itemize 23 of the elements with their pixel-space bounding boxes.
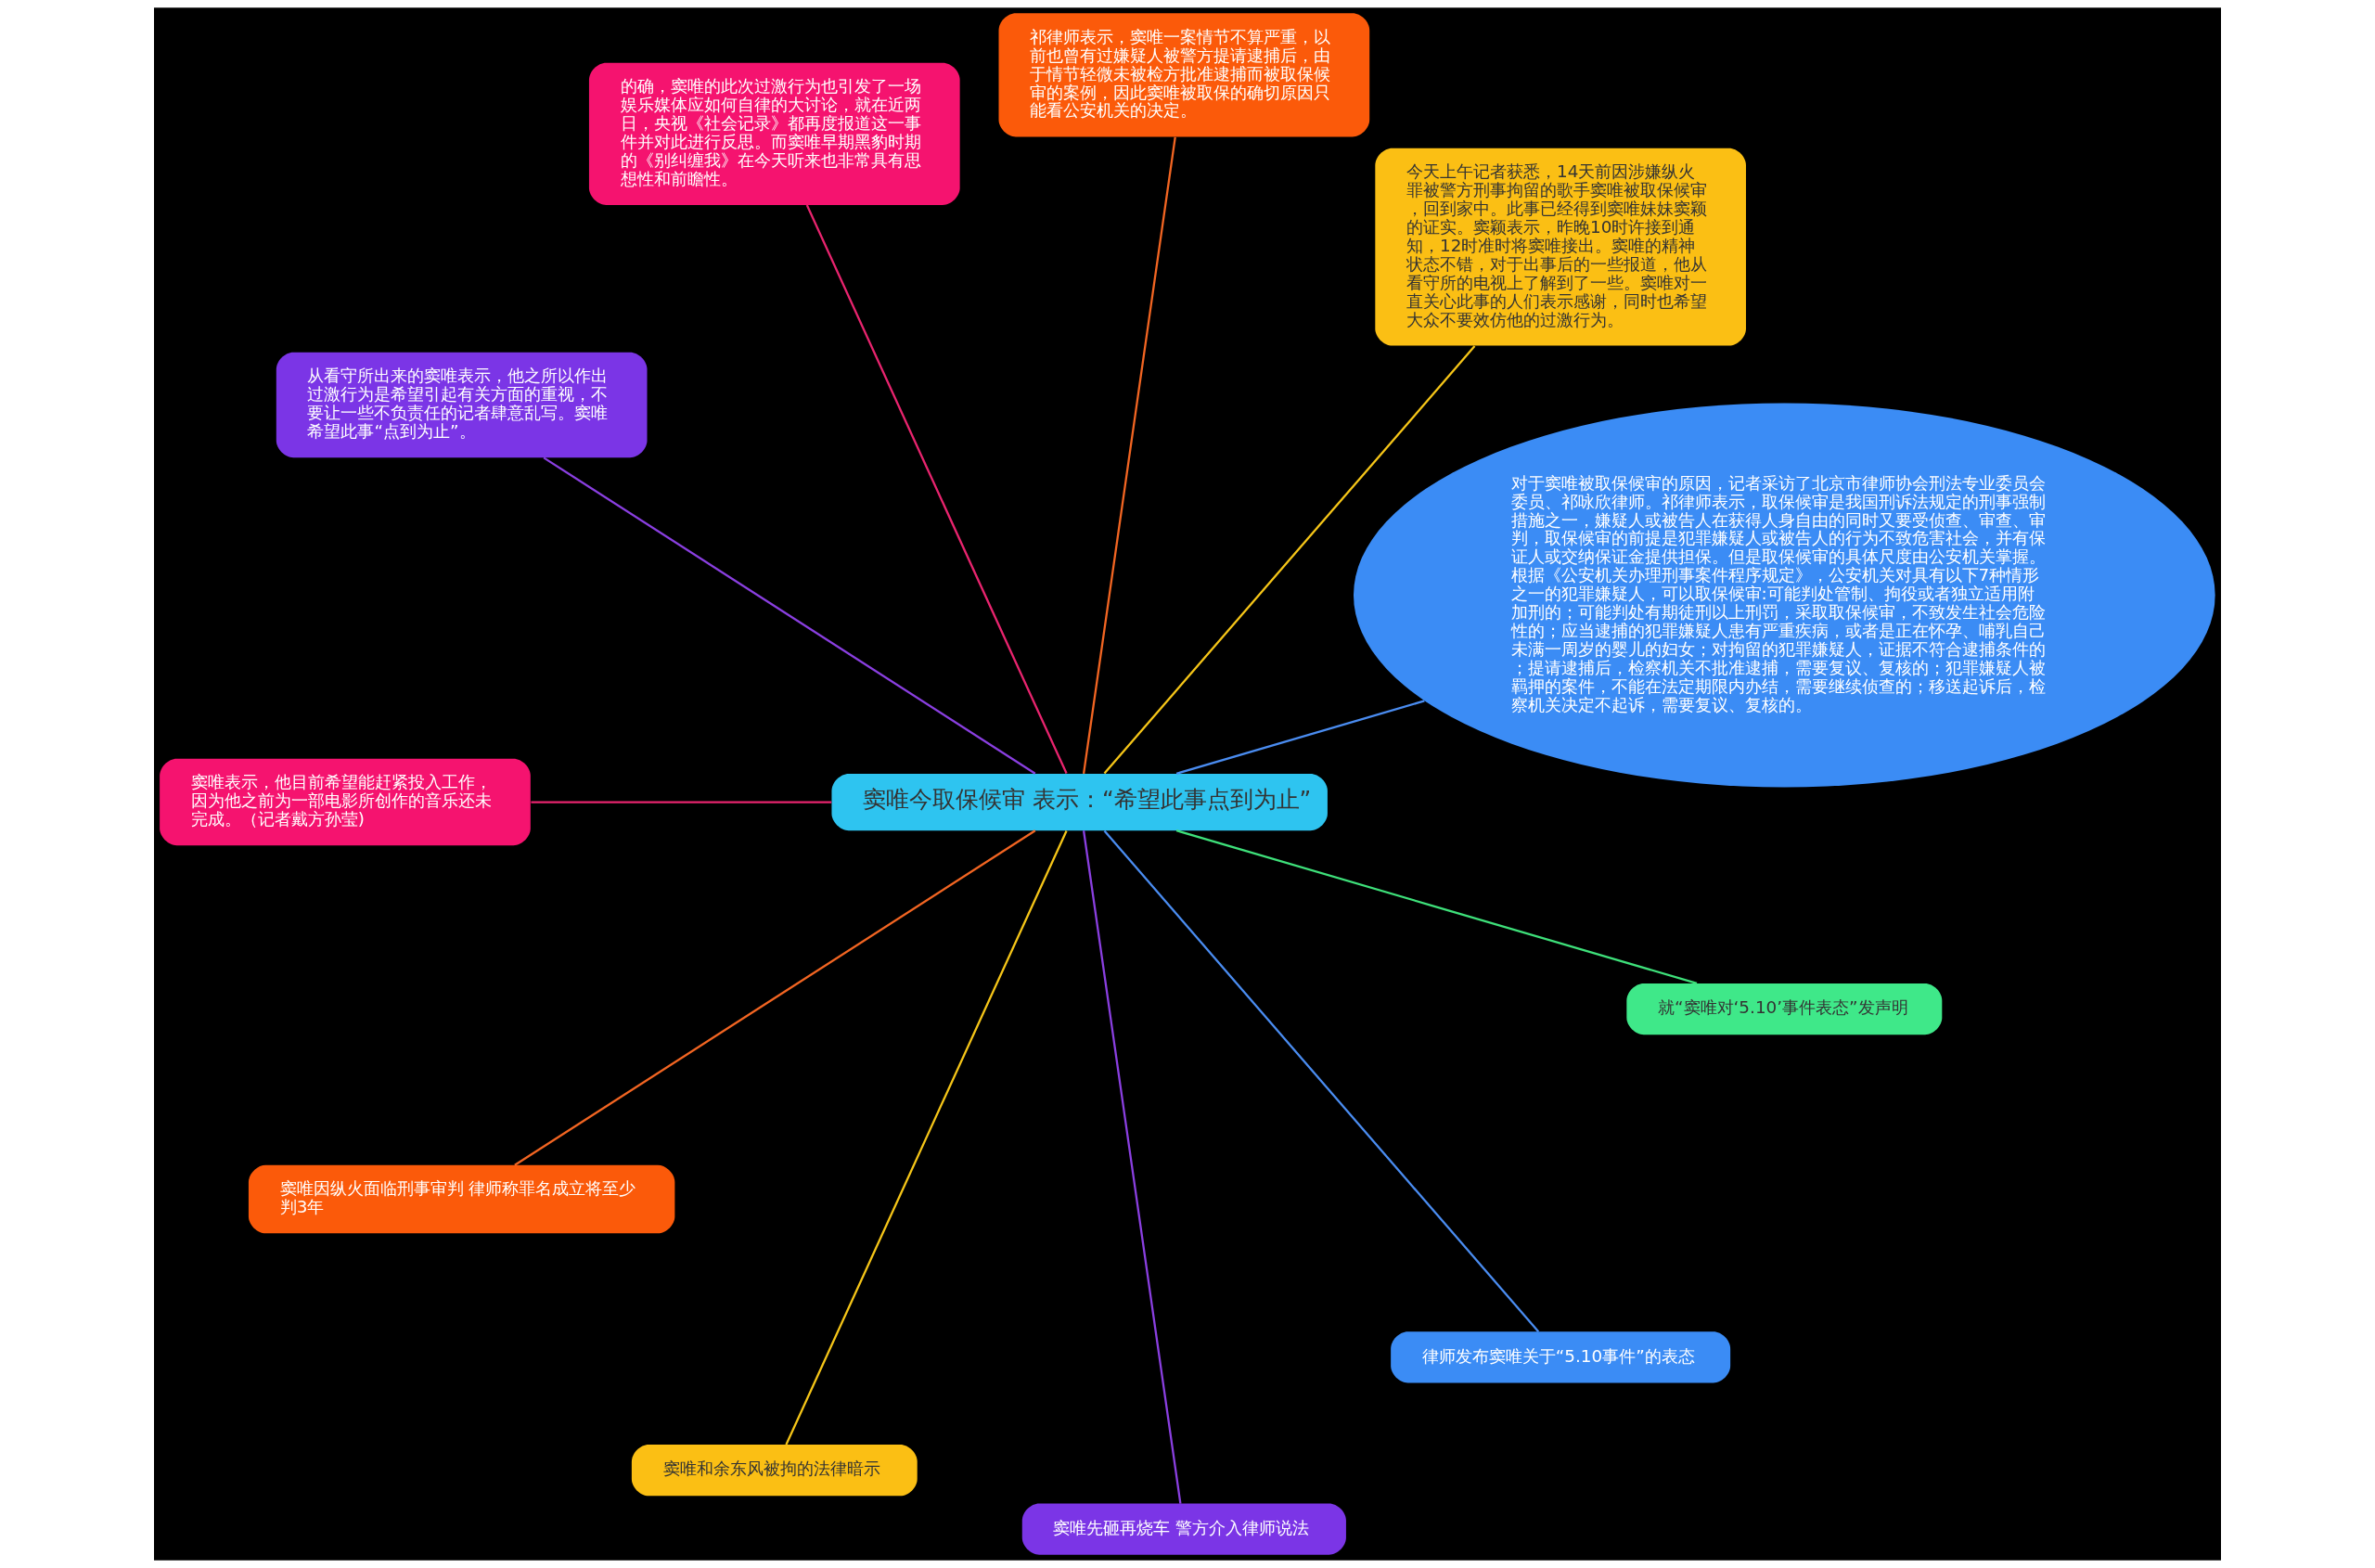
node-box: 今天上午记者获悉，14天前因涉嫌纵火罪被警方刑事拘留的歌手窦唯被取保候审，回到家中。此事已经得到窦唯妹妹窦颖的证实。窦颖表示，昨晚10时许接到通知，12时准时将窦唯接出。窦唯的精神状态不错，对于出事后的一些报道，他从看守所的电视上了解到了一些。窦唯对一直关心此事的人们表示感谢，同时也希望大众不要效仿他的过激行为。 (1375, 148, 1746, 346)
connector (1103, 829, 1540, 1333)
node-box: 律师发布窦唯关于“5.10事件”的表态 (1391, 1331, 1731, 1383)
connector (531, 801, 832, 803)
connector (785, 830, 1068, 1446)
node-ellipse: 对于窦唯被取保候审的原因，记者采访了北京市律师协会刑法专业委员会委员、祁咏欣律师。祁律师表示，取保候审是我国刑诉法规定的刑事强制措施之一，嫌疑人或被告人在获得人身自由的同时又要受侦查、审查、审判，取保候审的前提是犯罪嫌疑人或被告人的行为不致危害社会，并有保证人或交纳保证金提供担保。但是取保候审的具体尺度由公安机关掌握。根据《公安机关办理刑事案件程序规定》，公安机关对具有以下7种情形之一的犯罪嫌疑人，可以取保候审:可能判处管制、拘役或者独立适用附加刑的；可能判处有期徒刑以上刑罚，采取取保候审，不致发生社会危险性的；应当逮捕的犯罪嫌疑人患有严重疾病，或者是正在怀孕、哺乳自己未满一周岁的婴儿的妇女；对拘留的犯罪嫌疑人，证据不符合逮捕条件的；提请逮捕后，检察机关不批准逮捕，需要复议、复核的；犯罪嫌疑人被羁押的案件，不能在法定期限内办结，需要继续侦查的；移送起诉后，检察机关决定不起诉，需要复议、复核的。 (1354, 403, 2215, 788)
node-box: 的确，窦唯的此次过激行为也引发了一场娱乐媒体应如何自律的大讨论，就在近两日，央视《社会记录》都再度报道这一事件并对此进行反思。而窦唯早期黑豹时期的《别纠缠我》在今天听来也非常具有思想性和前瞻性。 (588, 62, 960, 205)
node-box: 窦唯先砸再烧车 警方介入律师说法 (1021, 1503, 1346, 1555)
connector (543, 456, 1036, 775)
connector (1082, 136, 1176, 774)
node-box: 窦唯表示，他目前希望能赶紧投入工作，因为他之前为一部电影所创作的音乐还未完成。（记者戴方孙莹) (160, 758, 531, 846)
connector (1082, 830, 1182, 1504)
node-box: 就“窦唯对‘5.10’事件表态”发声明 (1626, 983, 1943, 1035)
connector (805, 204, 1068, 775)
node-box: 窦唯和余东风被拘的法律暗示 (631, 1445, 918, 1497)
connector (514, 829, 1036, 1166)
connector (1175, 700, 1425, 775)
node-box: 祁律师表示，窦唯一案情节不算严重，以前也曾有过嫌疑人被警方提请逮捕后，由于情节轻微未被检方批准逮捕而被取保候审的案例，因此窦唯被取保的确切原因只能看公安机关的决定。 (998, 13, 1370, 137)
node-box: 窦唯因纵火面临刑事审判 律师称罪名成立将至少判3年 (248, 1164, 675, 1234)
connector (1175, 829, 1698, 984)
node-box: 从看守所出来的窦唯表示，他之所以作出过激行为是希望引起有关方面的重视，不要让一些不负责任的记者肆意乱写。窦唯希望此事“点到为止”。 (276, 352, 648, 458)
connector (1103, 345, 1476, 775)
node-box: 窦唯今取保候审 表示：“希望此事点到为止” (831, 773, 1328, 831)
